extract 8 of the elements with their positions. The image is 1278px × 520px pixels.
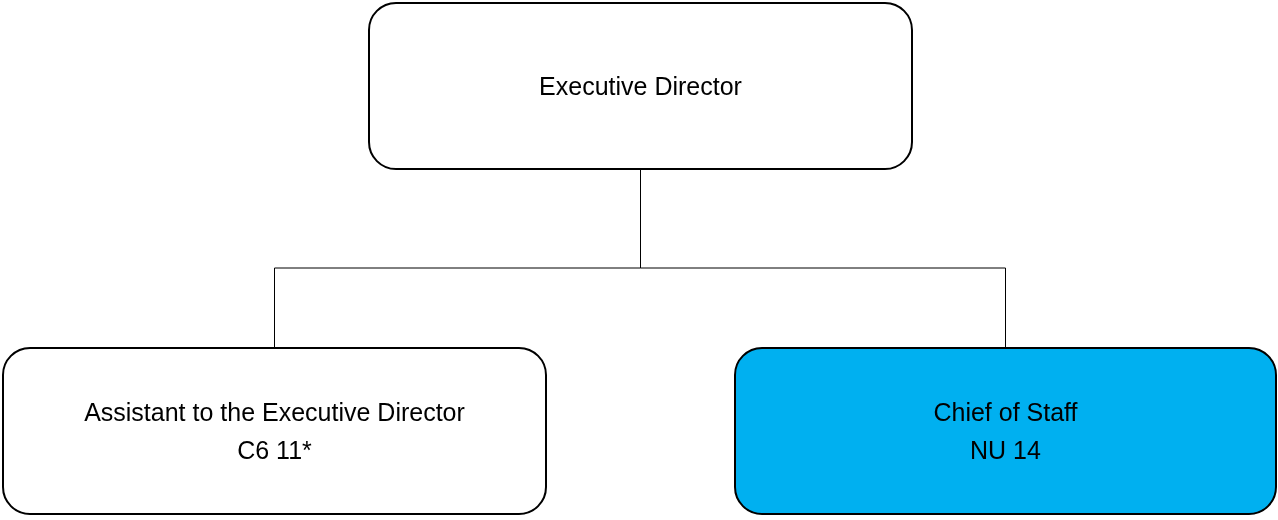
- role-title: Executive Director: [539, 71, 742, 102]
- role-title: Chief of Staff: [933, 397, 1078, 428]
- role-title: Assistant to the Executive Director: [84, 397, 465, 428]
- role-box: [368, 2, 913, 170]
- grade-label: C6 11*: [237, 435, 312, 466]
- role-box: [734, 347, 1277, 515]
- role-box: [2, 347, 547, 515]
- grade-label: NU 14: [970, 435, 1041, 466]
